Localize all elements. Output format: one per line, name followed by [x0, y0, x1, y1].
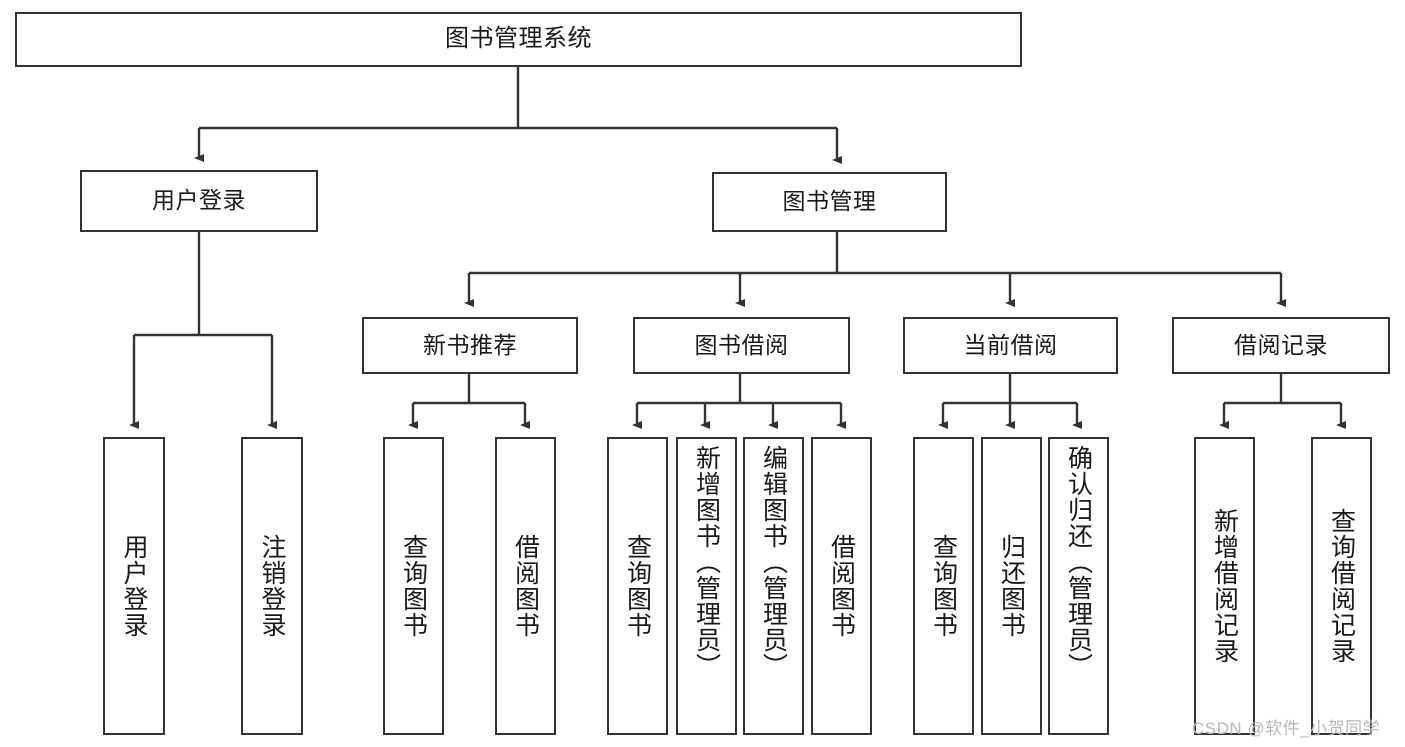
node-leaf-edit-book-admin-label: 编辑图书（管理员） — [759, 445, 788, 679]
node-leaf-edit-book-admin[interactable]: 编辑图书（管理员） — [743, 437, 804, 735]
node-book-manage-label: 图书管理 — [782, 188, 877, 215]
node-leaf-query-borrow-record-label: 查询借阅记录 — [1327, 508, 1356, 664]
node-current-borrow-label: 当前借阅 — [963, 331, 1058, 358]
node-leaf-query-book-1[interactable]: 查询图书 — [383, 437, 444, 735]
node-book-borrow[interactable]: 图书借阅 — [633, 317, 850, 374]
node-leaf-add-book-admin-label: 新增图书（管理员） — [692, 445, 721, 679]
node-leaf-confirm-return-admin[interactable]: 确认归还（管理员） — [1048, 437, 1109, 735]
node-leaf-return-book[interactable]: 归还图书 — [981, 437, 1042, 735]
node-leaf-query-book-1-label: 查询图书 — [399, 534, 428, 638]
node-leaf-borrow-book-2-label: 借阅图书 — [827, 534, 856, 638]
node-user-login[interactable]: 用户登录 — [80, 170, 318, 232]
node-book-manage[interactable]: 图书管理 — [712, 172, 947, 232]
watermark-text: CSDN @软件_小贺同学 — [1192, 719, 1381, 738]
node-borrow-record[interactable]: 借阅记录 — [1172, 317, 1390, 374]
node-root[interactable]: 图书管理系统 — [15, 12, 1022, 67]
node-book-borrow-label: 图书借阅 — [694, 331, 789, 358]
node-leaf-query-book-3[interactable]: 查询图书 — [913, 437, 974, 735]
node-leaf-borrow-book-1[interactable]: 借阅图书 — [495, 437, 556, 735]
node-leaf-query-book-2-label: 查询图书 — [623, 534, 652, 638]
node-leaf-query-book-3-label: 查询图书 — [929, 534, 958, 638]
node-user-login-label: 用户登录 — [152, 187, 246, 214]
node-leaf-add-book-admin[interactable]: 新增图书（管理员） — [676, 437, 737, 735]
node-leaf-query-borrow-record[interactable]: 查询借阅记录 — [1311, 437, 1372, 735]
node-leaf-logout-login[interactable]: 注销登录 — [241, 437, 303, 735]
node-root-label: 图书管理系统 — [445, 25, 592, 53]
node-leaf-add-borrow-record[interactable]: 新增借阅记录 — [1194, 437, 1255, 735]
node-borrow-record-label: 借阅记录 — [1234, 331, 1328, 358]
node-leaf-user-login-label: 用户登录 — [120, 534, 148, 638]
node-leaf-borrow-book-2[interactable]: 借阅图书 — [811, 437, 872, 735]
node-leaf-add-borrow-record-label: 新增借阅记录 — [1210, 508, 1239, 664]
node-leaf-logout-login-label: 注销登录 — [258, 534, 286, 638]
node-new-book-recommend-label: 新书推荐 — [423, 331, 517, 358]
node-leaf-query-book-2[interactable]: 查询图书 — [607, 437, 668, 735]
node-current-borrow[interactable]: 当前借阅 — [903, 317, 1118, 374]
node-leaf-confirm-return-admin-label: 确认归还（管理员） — [1064, 445, 1093, 679]
node-leaf-borrow-book-1-label: 借阅图书 — [511, 534, 540, 638]
node-new-book-recommend[interactable]: 新书推荐 — [362, 317, 578, 374]
node-leaf-user-login[interactable]: 用户登录 — [103, 437, 165, 735]
node-leaf-return-book-label: 归还图书 — [997, 534, 1026, 638]
